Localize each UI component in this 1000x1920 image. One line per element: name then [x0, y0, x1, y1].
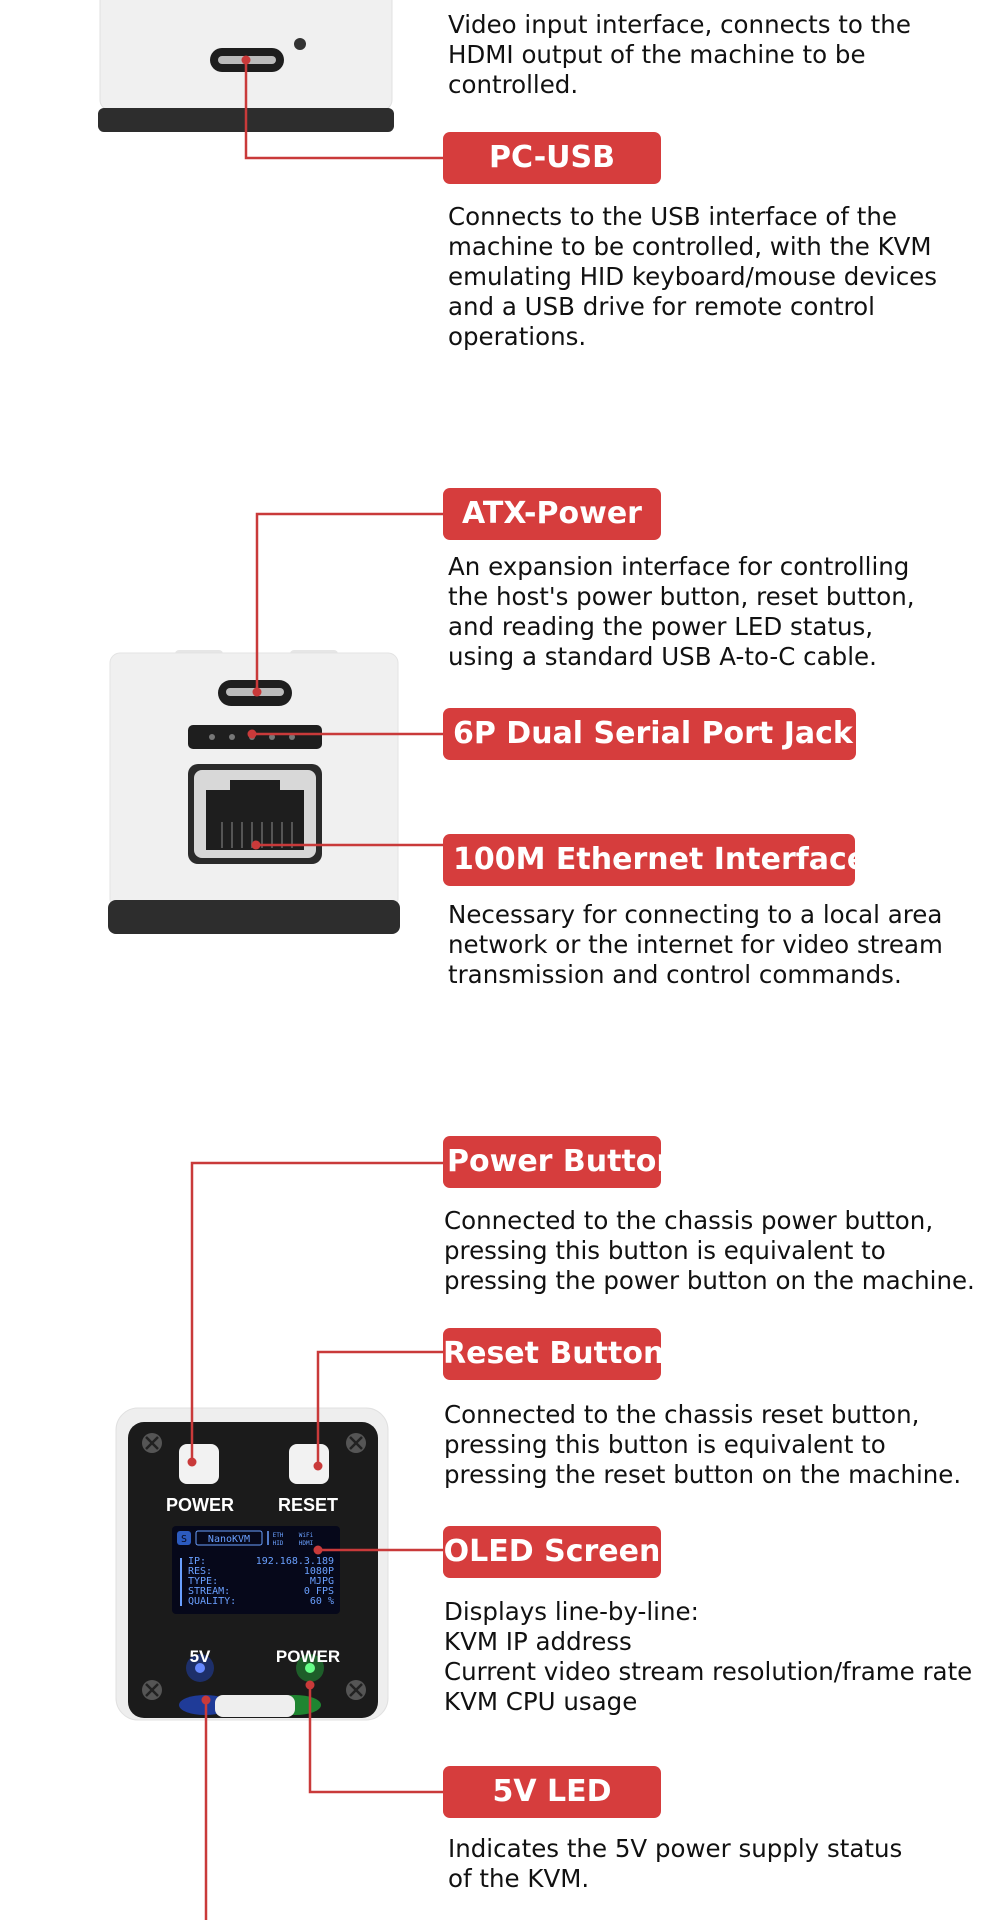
oled-hid: HID [273, 1540, 284, 1547]
led-power-indicator [305, 1663, 315, 1673]
oled-row-key: QUALITY: [188, 1596, 236, 1607]
hdmi-description: Video input interface, connects to the H… [448, 10, 911, 99]
front-device-illustration: POWER RESET S NanoKVM ETH HID WiFi HDMI … [115, 1407, 389, 1721]
oled-screen-title: OLED Screen [443, 1526, 661, 1578]
oled-row-value: 192.168.3.189 [256, 1556, 334, 1567]
oled-row-key: TYPE: [188, 1576, 218, 1587]
5v-led-title: 5V LED [443, 1766, 661, 1818]
5v-led-description: Indicates the 5V power supply status of … [448, 1834, 903, 1893]
pc-usb-leader [244, 60, 445, 160]
reset-button-label: RESET [278, 1495, 338, 1515]
power-button-description: Connected to the chassis power button, p… [444, 1206, 975, 1295]
oled-wifi: WiFi [299, 1532, 314, 1539]
power-button-title: Power Button [443, 1136, 678, 1188]
oled-row-value: 60 % [310, 1596, 334, 1607]
reset-button[interactable] [289, 1444, 329, 1484]
pc-usb-label: PC-USB [443, 132, 661, 184]
power-button-label: POWER [166, 1495, 234, 1515]
atx-leader [255, 512, 445, 692]
reset-button-description: Connected to the chassis reset button, p… [444, 1400, 962, 1489]
atx-power-description: An expansion interface for controlling t… [448, 552, 915, 671]
led-power-label: POWER [276, 1647, 340, 1666]
reset-button-title: Reset Button [443, 1328, 664, 1380]
pc-usb-description: Connects to the USB interface of the mac… [448, 202, 938, 351]
serial-port-label: 6P Dual Serial Port Jack [443, 708, 856, 760]
oled-row-key: IP: [188, 1556, 206, 1567]
power-button-leader [190, 1161, 445, 1462]
power-led-leader [308, 1685, 445, 1794]
oled-screen [172, 1526, 340, 1614]
oled-eth: ETH [273, 1532, 284, 1539]
led-5v-label: 5V [190, 1647, 211, 1666]
oled-screen-description: Displays line-by-line: KVM IP address Cu… [444, 1597, 973, 1716]
oled-row-value: MJPG [310, 1576, 334, 1587]
led-5v-indicator [195, 1663, 205, 1673]
oled-logo: S [181, 1534, 187, 1545]
power-button[interactable] [179, 1444, 219, 1484]
top-device-illustration [98, 0, 394, 132]
oled-row-key: RES: [188, 1566, 212, 1577]
pc-usb-dot [241, 55, 251, 65]
oled-row-value: 0 FPS [304, 1586, 334, 1597]
atx-power-label: ATX-Power [443, 488, 661, 540]
reset-button-leader [316, 1350, 445, 1466]
ethernet-label: 100M Ethernet Interface [443, 834, 867, 886]
ethernet-description: Necessary for connecting to a local area… [448, 900, 943, 989]
oled-hdmi: HDMI [299, 1540, 314, 1547]
oled-row-key: STREAM: [188, 1586, 230, 1597]
oled-row-value: 1080P [304, 1566, 334, 1577]
oled-brand: NanoKVM [208, 1534, 250, 1545]
